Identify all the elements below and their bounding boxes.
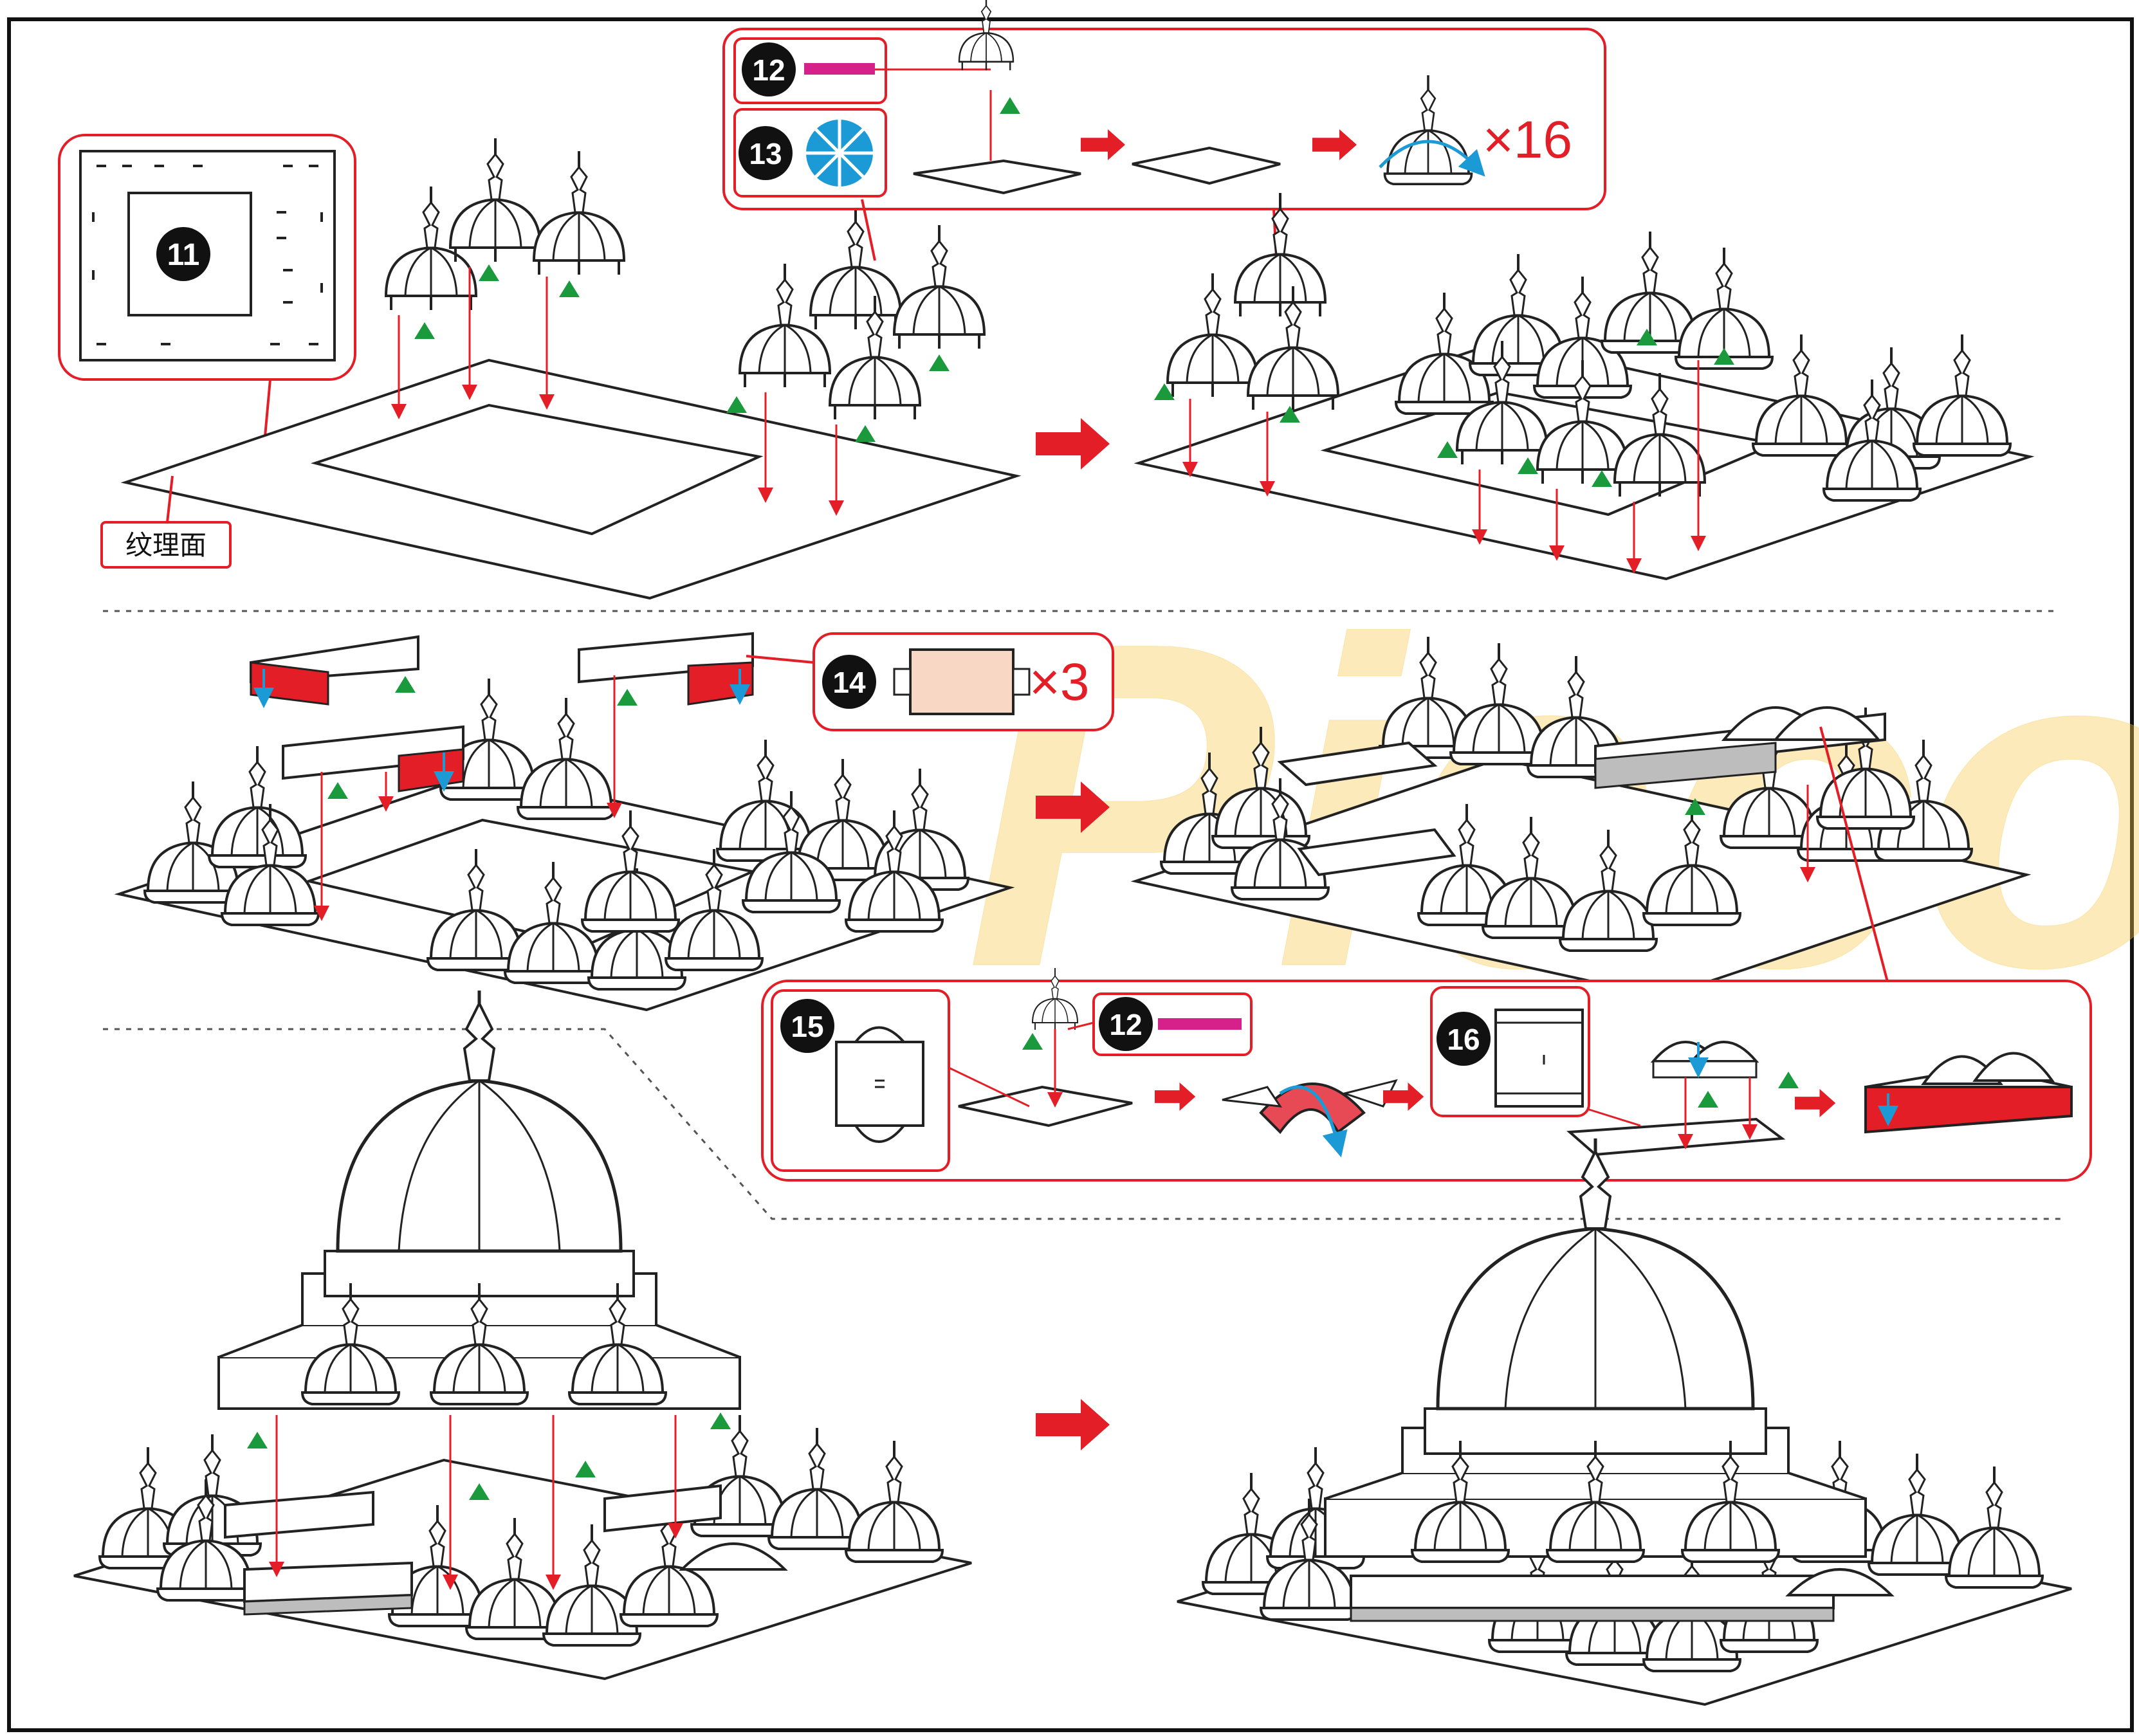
drop-lines-row2-left	[314, 675, 622, 921]
page-frame	[7, 17, 2134, 1732]
final-structure	[1324, 1138, 1895, 1622]
drop-lines-row3-left	[269, 1415, 683, 1590]
drop-lines-row1-right	[1182, 360, 1706, 574]
step-11-callout: 11	[58, 134, 356, 451]
drop-lines-row1-left	[391, 267, 844, 516]
pink-strip-part	[804, 63, 875, 75]
watermark: Pieco	[965, 545, 2139, 1063]
arrow-right-icon	[1036, 418, 1110, 470]
divider-2	[103, 1028, 2065, 1220]
panels-row2-left	[250, 632, 754, 792]
step-12-13-callout: 12 13 ×16	[722, 0, 1606, 271]
blue-star-part	[804, 118, 875, 188]
strip-14-part	[909, 648, 1014, 715]
step-15-16-callout: 15 12 16	[761, 967, 2092, 1182]
central-structure-exploded	[217, 991, 741, 1410]
arrow-right-icon	[1036, 1399, 1110, 1450]
pointer-line-15	[1819, 726, 1889, 985]
base-sheet-4	[1130, 757, 2032, 999]
pink-strip-part-repeat	[1158, 1018, 1242, 1030]
panels-row2-right	[1277, 706, 1886, 877]
base-sheet-1	[120, 358, 1022, 600]
step-14-callout: 14 ×3	[746, 632, 1114, 731]
panels-row3-left	[224, 1484, 788, 1616]
